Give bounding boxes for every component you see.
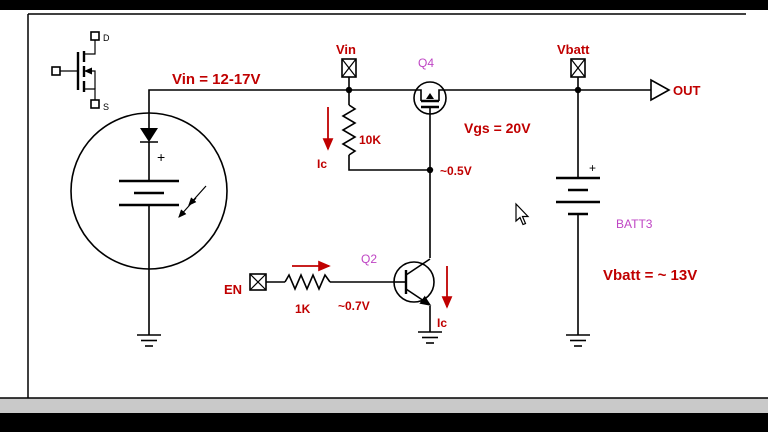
light-arrow-2 bbox=[178, 197, 197, 218]
preview-drain-label: D bbox=[103, 33, 110, 43]
port-en bbox=[249, 273, 267, 291]
diode-triangle bbox=[140, 128, 158, 142]
gate-node-voltage: ~0.5V bbox=[440, 164, 472, 178]
battery-batt3: + bbox=[556, 161, 600, 216]
q4-body-arrow bbox=[426, 93, 434, 99]
main-rail-wire bbox=[148, 89, 652, 113]
node-dot-gate bbox=[426, 166, 434, 174]
preview-body-arrow bbox=[84, 67, 92, 75]
port-vbatt bbox=[570, 58, 586, 78]
bottom-strip bbox=[0, 398, 768, 414]
vgs-note: Vgs = 20V bbox=[464, 120, 531, 136]
transistor-q2 bbox=[393, 258, 435, 306]
solar-plus-sign: + bbox=[157, 149, 165, 165]
port-label-vbatt: Vbatt bbox=[557, 42, 590, 57]
ic-top-label: Ic bbox=[317, 157, 327, 171]
r-pullup-value: 10K bbox=[359, 133, 381, 147]
battery-plus-sign: + bbox=[589, 161, 596, 175]
vin-port-x2 bbox=[341, 58, 357, 78]
port-vin bbox=[341, 58, 357, 78]
letterbox-top bbox=[0, 0, 768, 10]
port-label-vin: Vin bbox=[336, 42, 356, 57]
q4-left-lead bbox=[416, 89, 422, 101]
net-label-vin-range: Vin = 12-17V bbox=[172, 71, 261, 88]
q2-designator: Q2 bbox=[361, 252, 377, 266]
r-pullup-bottom-wire bbox=[348, 155, 430, 171]
letterbox-bottom bbox=[0, 413, 768, 432]
q4-designator: Q4 bbox=[418, 56, 434, 70]
vbatt-note: Vbatt = ~ 13V bbox=[603, 267, 697, 284]
node-dot-vbatt bbox=[574, 86, 582, 94]
preview-gate-pad bbox=[51, 66, 61, 76]
q4-right-lead bbox=[438, 89, 444, 101]
preview-source-pad bbox=[90, 99, 100, 109]
ground-solar bbox=[137, 334, 161, 347]
mouse-cursor bbox=[515, 202, 530, 226]
vbatt-port-x2 bbox=[570, 58, 586, 78]
batt3-designator: BATT3 bbox=[616, 217, 653, 231]
wires bbox=[148, 77, 652, 335]
port-label-out: OUT bbox=[673, 83, 701, 98]
node-dot-vin bbox=[345, 86, 353, 94]
mosfet-symbol-preview: D S bbox=[51, 31, 110, 112]
ic-bottom-label: Ic bbox=[437, 316, 447, 330]
transistor-q4 bbox=[413, 81, 447, 115]
port-label-en: EN bbox=[224, 282, 242, 297]
q2-collector bbox=[405, 258, 431, 276]
r-base-value: 1K bbox=[295, 302, 311, 316]
preview-source-label: S bbox=[103, 102, 109, 112]
preview-drain-pad bbox=[90, 31, 100, 41]
ground-battery bbox=[566, 334, 590, 347]
q2-emitter bbox=[405, 288, 432, 306]
preview-drain-lead bbox=[84, 40, 96, 55]
en-port-x2 bbox=[249, 273, 267, 291]
out-buffer bbox=[650, 78, 671, 102]
resistor-1k bbox=[284, 272, 331, 292]
resistor-10k bbox=[341, 104, 357, 156]
solar-cell-source: + bbox=[70, 112, 228, 270]
base-node-voltage: ~0.7V bbox=[338, 299, 370, 313]
ground-q2 bbox=[418, 331, 442, 344]
